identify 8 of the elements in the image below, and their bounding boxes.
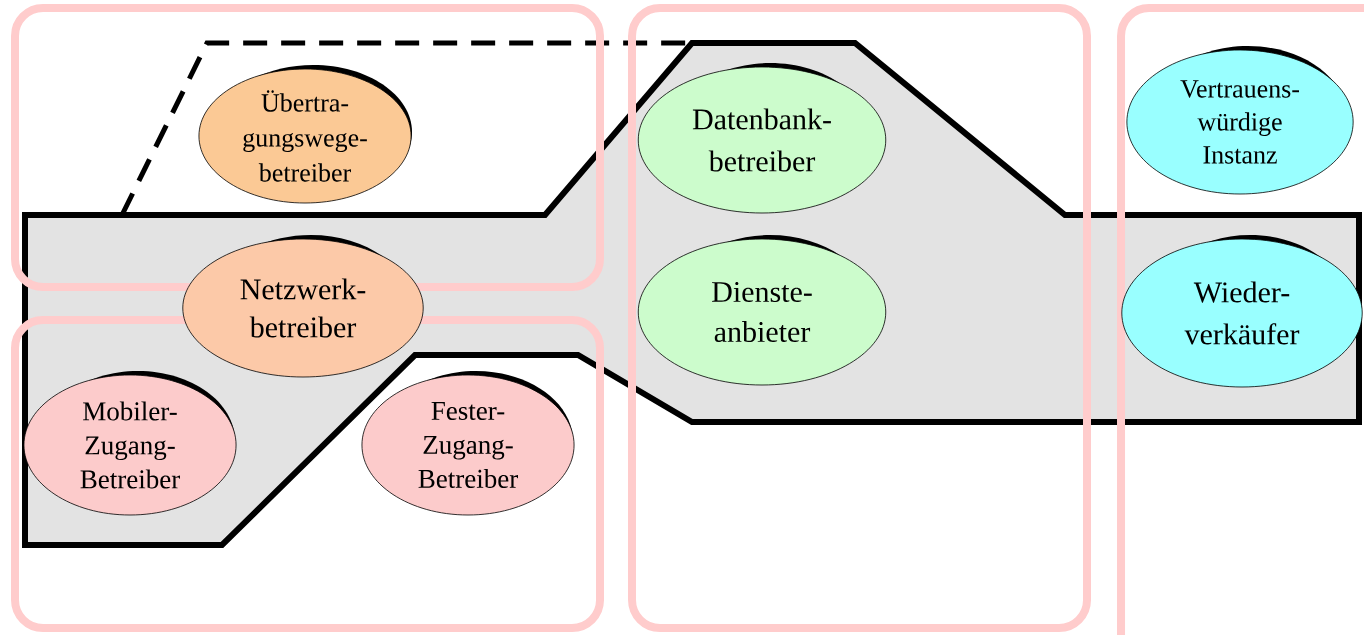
ellipse-node: Übertra- gungswege- betreiber	[198, 65, 412, 204]
ellipse-node: Fester- Zugang- Betreiber	[361, 371, 575, 516]
ellipse-node: Datenbank- betreiber	[637, 63, 887, 214]
ellipse-node: Vertrauens- würdige Instanz	[1126, 46, 1354, 195]
ellipse-node: Dienste- anbieter	[637, 235, 887, 386]
ellipse-node: Mobiler- Zugang- Betreiber	[23, 371, 237, 516]
ellipse-node: Wieder- verkäufer	[1121, 235, 1363, 388]
ellipse-node: Netzwerk- betreiber	[182, 235, 424, 378]
